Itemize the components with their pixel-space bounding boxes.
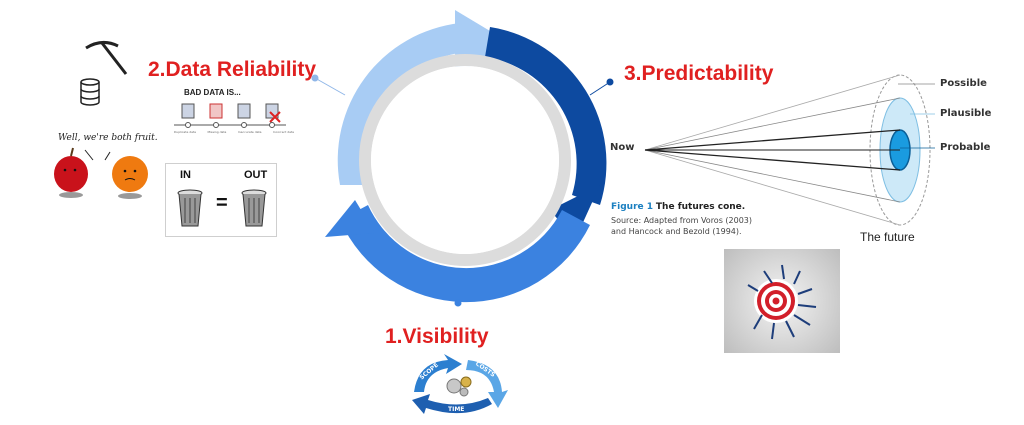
time-label: TIME (448, 406, 465, 413)
futures-cone (644, 74, 935, 226)
out-label: OUT (244, 169, 268, 181)
figure-caption: Figure 1 The futures cone. (611, 202, 745, 212)
step-data-reliability-label: 2.Data Reliability (148, 58, 317, 81)
ring-segment-light (337, 23, 460, 185)
bad-data-panel: BAD DATA IS... Duplicate data Missing da… (166, 82, 294, 142)
step-predictability-label: 3.Predictability (624, 62, 774, 85)
pickaxe-icon (85, 41, 128, 75)
trash-can-icon (241, 189, 267, 227)
scope-costs-time-icon: SCOPE COSTS TIME (404, 352, 514, 420)
cone-possible-label: Possible (940, 78, 987, 89)
ring-arrowhead-dark (550, 185, 600, 240)
target-darts-image (724, 249, 840, 353)
cone-the-future-label: The future (860, 230, 915, 244)
figure-title: The futures cone. (655, 202, 746, 212)
database-icon (80, 78, 100, 106)
in-label: IN (180, 169, 191, 181)
step-visibility-label: 1.Visibility (385, 325, 489, 348)
figure-label: Figure 1 (611, 202, 654, 212)
fruit-illustration (54, 147, 148, 199)
bad-data-item: Incorrect data (272, 130, 294, 134)
bad-data-item: Inaccurate data (237, 130, 262, 134)
ring-segment-mid (340, 205, 590, 303)
bad-data-item: Duplicate data (174, 130, 197, 134)
garbage-in-out-panel: IN OUT = (165, 163, 277, 237)
trash-can-icon (177, 189, 203, 227)
bad-data-timeline (174, 103, 286, 128)
cycle-ring (311, 10, 614, 307)
fruit-caption: Well, we're both fruit. (58, 133, 158, 143)
figure-source-line-1: Source: Adapted from Voros (2003) (611, 216, 753, 225)
equals-sign: = (216, 192, 228, 214)
connector-dot-predictability (606, 78, 614, 86)
cone-probable-label: Probable (940, 142, 991, 153)
cone-now-label: Now (610, 142, 635, 153)
figure-source-line-2: and Hancock and Bezold (1994). (611, 227, 742, 236)
bad-data-item: Missing data (207, 130, 227, 134)
ring-segment-dark (485, 27, 607, 205)
connector-dot-reliability (311, 74, 319, 82)
ring-arrowhead-mid (325, 200, 375, 237)
cone-plausible-label: Plausible (940, 108, 992, 119)
bad-data-title: BAD DATA IS... (184, 88, 241, 97)
connector-dot-visibility (454, 299, 462, 307)
